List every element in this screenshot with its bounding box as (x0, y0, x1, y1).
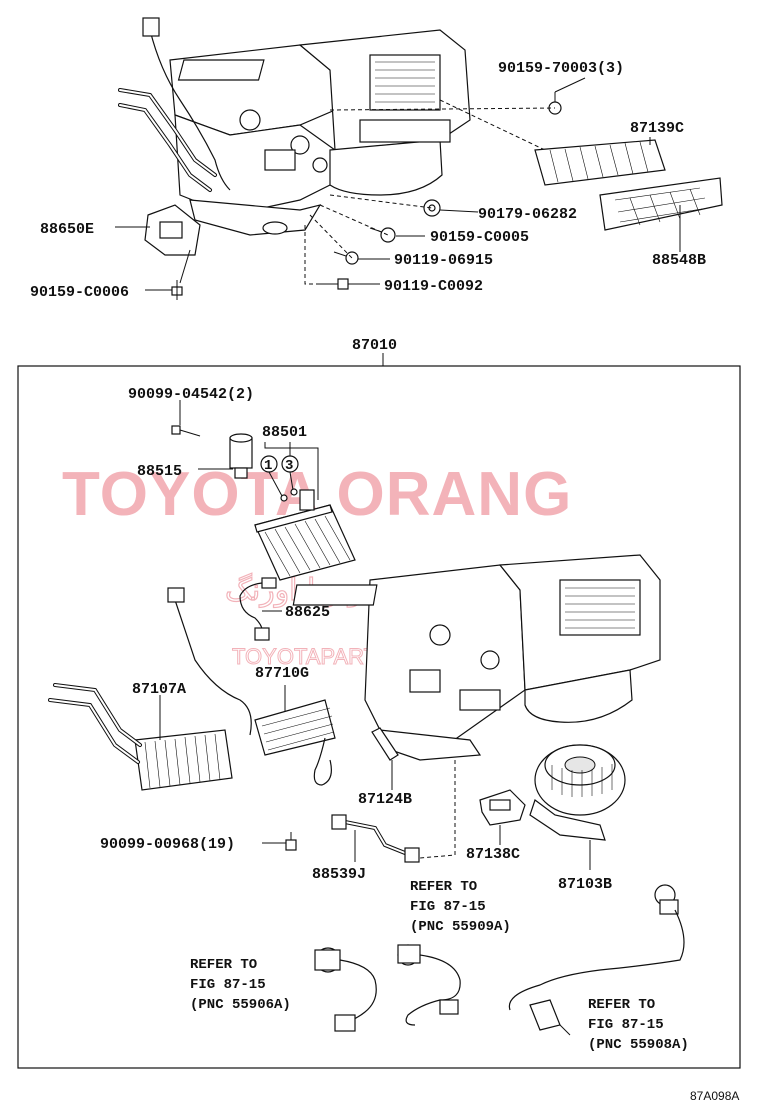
part-90099-00968-screw (285, 832, 297, 851)
svg-text:(PNC 55909A): (PNC 55909A) (410, 919, 511, 935)
circle-label-1: 1 (264, 458, 272, 474)
part-87103B-blower (529, 744, 626, 841)
part-87124B-seal (371, 727, 399, 761)
svg-text:(PNC 55906A): (PNC 55906A) (190, 997, 291, 1013)
label-90159-70003: 90159-70003(3) (498, 60, 624, 77)
svg-text:(PNC 55908A): (PNC 55908A) (588, 1037, 689, 1053)
part-90099-04542-screw (171, 425, 201, 437)
part-88539J-hose (331, 814, 420, 863)
reference-note-55909A: REFER TO FIG 87-15 (PNC 55909A) (410, 879, 511, 935)
label-87107A: 87107A (132, 681, 186, 698)
svg-text:FIG 87-15: FIG 87-15 (588, 1017, 664, 1033)
servo-motor-55909A (397, 944, 461, 1026)
label-88539J: 88539J (312, 866, 366, 883)
circle-label-3: 3 (285, 458, 293, 474)
label-87138C: 87138C (466, 846, 520, 863)
label-88515: 88515 (137, 463, 182, 480)
label-90119-C0092: 90119-C0092 (384, 278, 483, 295)
label-87139C: 87139C (630, 120, 684, 137)
part-88515-valve (229, 433, 253, 479)
part-88650E-bracket (144, 204, 201, 256)
label-90099-00968: 90099-00968(19) (100, 836, 235, 853)
part-87710G-damper (167, 587, 336, 786)
servo-motor-55908A (508, 884, 685, 1036)
svg-text:FIG 87-15: FIG 87-15 (410, 899, 486, 915)
label-88650E: 88650E (40, 221, 94, 238)
part-88625-thermistor (239, 577, 277, 641)
label-88501: 88501 (262, 424, 307, 441)
part-87107A-heater-core (48, 683, 233, 791)
part-88548B-cover (599, 177, 723, 231)
svg-text:REFER TO: REFER TO (410, 879, 477, 895)
label-90179-06282: 90179-06282 (478, 206, 577, 223)
assembly-frame-87010 (17, 365, 741, 1069)
servo-motor-55906A (314, 947, 377, 1032)
label-87010: 87010 (352, 337, 397, 354)
svg-text:REFER TO: REFER TO (588, 997, 655, 1013)
label-88548B: 88548B (652, 252, 706, 269)
part-88501-evaporator (254, 489, 356, 581)
assembly-housing (292, 554, 661, 761)
label-90099-04542: 90099-04542(2) (128, 386, 254, 403)
label-87103B: 87103B (558, 876, 612, 893)
part-87138C-resistor (479, 789, 526, 826)
reference-note-55906A: REFER TO FIG 87-15 (PNC 55906A) (190, 957, 291, 1013)
top-unit-drawing (118, 17, 471, 236)
svg-text:FIG 87-15: FIG 87-15 (190, 977, 266, 993)
part-87139C-filter (534, 139, 666, 186)
label-87124B: 87124B (358, 791, 412, 808)
label-87710G: 87710G (255, 665, 309, 682)
label-88625: 88625 (285, 604, 330, 621)
svg-text:REFER TO: REFER TO (190, 957, 257, 973)
label-90119-06915: 90119-06915 (394, 252, 493, 269)
label-90159-C0005: 90159-C0005 (430, 229, 529, 246)
reference-note-55908A: REFER TO FIG 87-15 (PNC 55908A) (588, 997, 689, 1053)
label-90159-C0006: 90159-C0006 (30, 284, 129, 301)
part-90159-C0006-bolt (171, 280, 183, 300)
figure-code: 87A098A (690, 1089, 739, 1103)
